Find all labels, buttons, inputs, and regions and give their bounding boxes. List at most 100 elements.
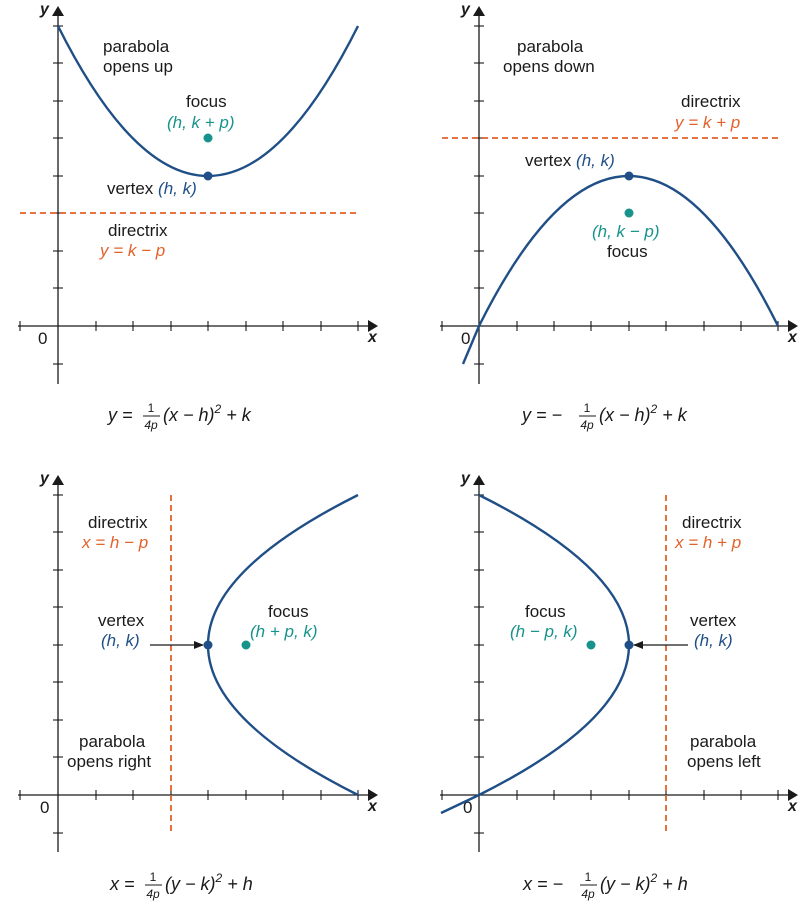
origin-label: 0 — [40, 798, 49, 817]
equation-numerator: 1 — [148, 401, 155, 415]
directrix-equation: x = h − p — [81, 533, 148, 552]
y-axis — [473, 6, 485, 384]
vertex-point — [624, 640, 634, 650]
panel-title-line1: parabola — [690, 732, 757, 751]
y-axis — [473, 475, 485, 852]
vertex-point — [624, 171, 634, 181]
standard-form-equation: y = − 1 4p (x − h)2 + k — [520, 401, 688, 432]
x-axis — [18, 320, 378, 332]
x-axis-ticks — [441, 321, 779, 331]
x-axis — [440, 789, 798, 801]
focus-label: focus — [268, 602, 309, 621]
panel-title-line1: parabola — [103, 37, 170, 56]
y-axis — [52, 475, 64, 852]
x-axis-ticks — [19, 321, 359, 331]
focus-point — [203, 133, 213, 143]
panel-opens-left: x y 0 directrix x = h + p focus (h − p, … — [440, 470, 798, 901]
vertex-word: vertex — [525, 151, 572, 170]
x-axis-label: x — [787, 798, 798, 815]
directrix-equation: y = k − p — [99, 241, 165, 260]
equation-body: (x − h)2 + k — [163, 402, 252, 425]
equation-numerator: 1 — [150, 870, 157, 884]
equation-rhs: (x − h) — [163, 405, 215, 425]
equation-body: (y − k)2 + h — [165, 871, 253, 894]
x-axis-label: x — [367, 798, 378, 815]
equation-lhs: y = − — [520, 405, 562, 425]
equation-denominator: 4p — [580, 418, 594, 432]
y-axis-label: y — [460, 470, 471, 487]
equation-tail: + k — [657, 405, 688, 425]
equation-lhs: x = — [109, 874, 135, 894]
equation-tail: + h — [222, 874, 253, 894]
origin-label: 0 — [461, 329, 470, 348]
directrix-label: directrix — [108, 221, 168, 240]
y-axis-ticks — [53, 494, 63, 834]
panel-title-line2: opens left — [687, 752, 761, 771]
y-axis-label: y — [460, 1, 471, 18]
directrix-equation: x = h + p — [674, 533, 741, 552]
x-axis-label: x — [367, 329, 378, 346]
standard-form-equation: x = 1 4p (y − k)2 + h — [109, 870, 253, 901]
origin-label: 0 — [38, 329, 47, 348]
vertex-coordinates: (h, k) — [158, 179, 197, 198]
equation-exponent: 2 — [650, 871, 658, 885]
equation-numerator: 1 — [585, 870, 592, 884]
equation-exponent: 2 — [650, 402, 658, 416]
focus-coordinates: (h − p, k) — [510, 622, 578, 641]
focus-point — [586, 640, 596, 650]
equation-rhs: (x − h) — [599, 405, 651, 425]
equation-rhs: (y − k) — [600, 874, 651, 894]
equation-exponent: 2 — [215, 871, 223, 885]
equation-tail: + k — [221, 405, 252, 425]
equation-numerator: 1 — [584, 401, 591, 415]
equation-exponent: 2 — [214, 402, 222, 416]
vertex-label: vertex (h, k) — [525, 151, 615, 170]
vertex-label: vertex — [98, 611, 145, 630]
directrix-label: directrix — [682, 513, 742, 532]
y-axis-label: y — [39, 1, 50, 18]
vertex-point — [203, 171, 213, 181]
vertex-coordinates: (h, k) — [101, 631, 140, 650]
equation-denominator: 4p — [144, 418, 158, 432]
vertex-label: vertex — [690, 611, 737, 630]
equation-denominator: 4p — [581, 887, 595, 901]
focus-label: focus — [186, 92, 227, 111]
equation-lhs: x = − — [522, 874, 563, 894]
x-axis-label: x — [787, 329, 798, 346]
panel-title-line2: opens up — [103, 57, 173, 76]
vertex-word: vertex — [107, 179, 154, 198]
focus-point — [624, 208, 634, 218]
y-axis-ticks — [474, 25, 484, 365]
equation-body: (y − k)2 + h — [600, 871, 688, 894]
equation-body: (x − h)2 + k — [599, 402, 688, 425]
panel-opens-down: x y 0 parabola opens down directrix y = … — [440, 1, 798, 432]
focus-point — [241, 640, 251, 650]
panel-title-line1: parabola — [517, 37, 584, 56]
vertex-label: vertex (h, k) — [107, 179, 197, 198]
vertex-coordinates: (h, k) — [576, 151, 615, 170]
panel-title-line1: parabola — [79, 732, 146, 751]
directrix-label: directrix — [88, 513, 148, 532]
equation-rhs: (y − k) — [165, 874, 216, 894]
focus-coordinates: (h, k − p) — [592, 222, 660, 241]
vertex-coordinates: (h, k) — [694, 631, 733, 650]
focus-coordinates: (h, k + p) — [167, 113, 235, 132]
y-axis — [52, 6, 64, 384]
panel-title-line2: opens down — [503, 57, 595, 76]
y-axis-ticks — [53, 25, 63, 365]
standard-form-equation: x = − 1 4p (y − k)2 + h — [522, 870, 688, 901]
directrix-label: directrix — [681, 92, 741, 111]
x-axis — [18, 789, 378, 801]
origin-label: 0 — [463, 798, 472, 817]
x-axis — [440, 320, 798, 332]
parabola-curve — [206, 493, 359, 797]
panel-opens-up: x y 0 parabola opens up focus (h, k + p)… — [18, 1, 378, 432]
panel-title-line2: opens right — [67, 752, 151, 771]
parabola-curve — [478, 493, 631, 797]
focus-label: focus — [525, 602, 566, 621]
focus-label: focus — [607, 242, 648, 261]
vertex-point — [203, 640, 213, 650]
panel-opens-right: x y 0 directrix x = h − p vertex (h, k) … — [18, 470, 378, 901]
standard-form-equation: y = 1 4p (x − h)2 + k — [106, 401, 252, 432]
